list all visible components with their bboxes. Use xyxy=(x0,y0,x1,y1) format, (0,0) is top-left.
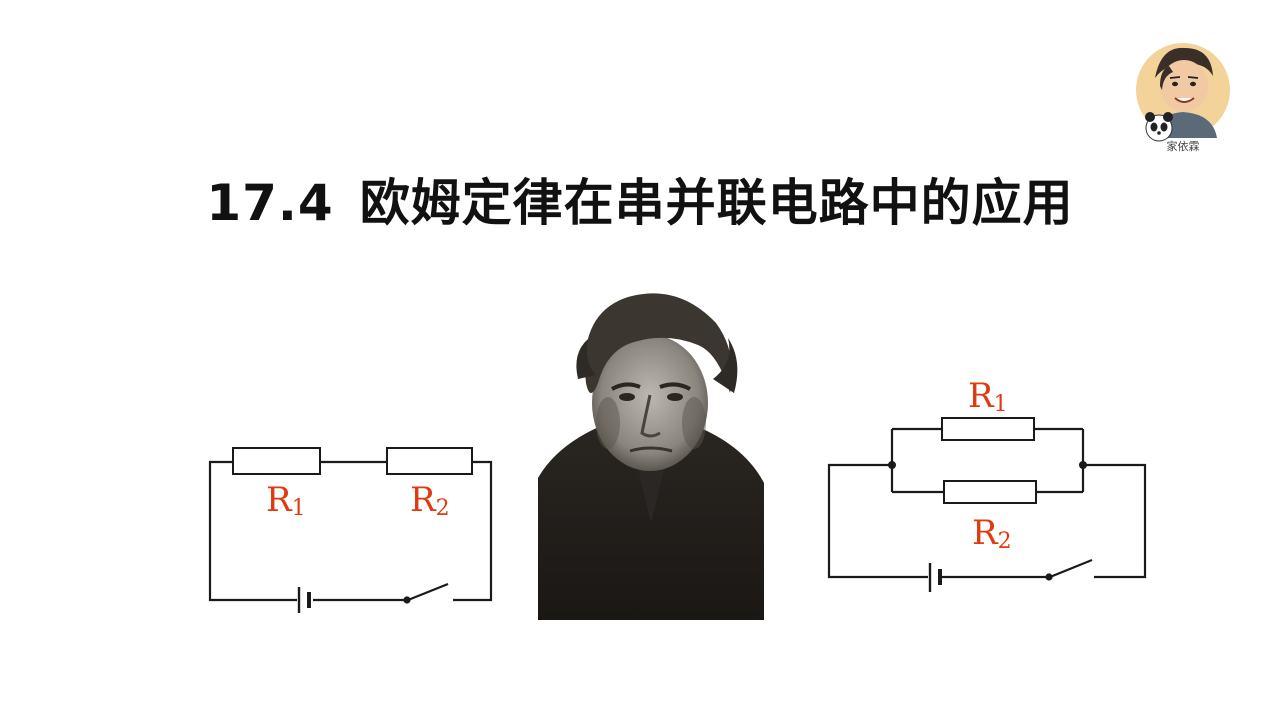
r2-label: R2 xyxy=(410,480,450,521)
resistor-r2 xyxy=(386,447,473,475)
avatar-logo xyxy=(1136,43,1230,142)
r1-label: R1 xyxy=(968,376,1008,417)
switch-pivot xyxy=(403,596,411,604)
switch-blade xyxy=(1049,558,1093,579)
junction-right xyxy=(1079,461,1087,469)
ohm-portrait xyxy=(538,293,764,620)
series-circuit-diagram: R1 R2 xyxy=(208,447,493,613)
title-text: 欧姆定律在串并联电路中的应用 xyxy=(359,174,1074,232)
wire-left xyxy=(208,460,297,602)
switch-pivot xyxy=(1045,573,1053,581)
resistor-r1 xyxy=(941,417,1035,441)
slide-title: 17.4 欧姆定律在串并联电路中的应用 xyxy=(0,163,1280,235)
parallel-circuit-diagram: R1 R2 xyxy=(827,376,1147,592)
switch-blade xyxy=(407,582,449,602)
section-number: 17.4 xyxy=(206,174,334,232)
wire-outer-right xyxy=(1083,463,1147,579)
resistor-r1 xyxy=(232,447,321,475)
junction-left xyxy=(888,461,896,469)
avatar-caption: 家依霖 xyxy=(1166,140,1200,153)
wire-outer-left xyxy=(827,463,928,579)
r1-label: R1 xyxy=(266,480,306,521)
r2-label: R2 xyxy=(972,513,1012,554)
wire-right xyxy=(453,460,493,602)
resistor-r2 xyxy=(943,480,1037,504)
